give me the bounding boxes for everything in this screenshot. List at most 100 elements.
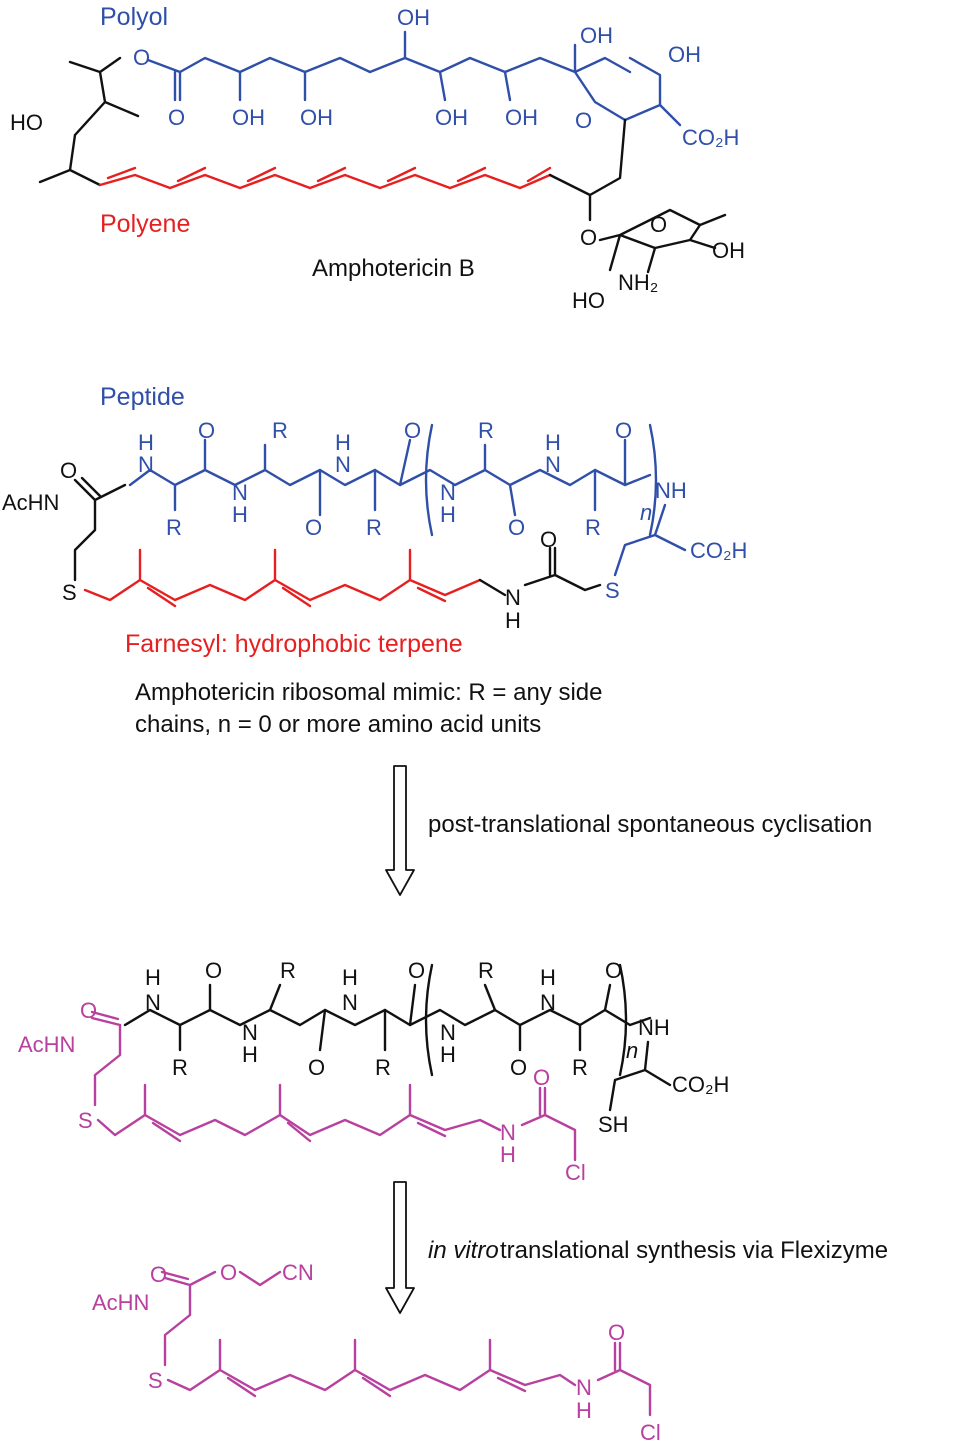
reaction-arrow-2: in vitro translational synthesis via Fle… [385, 1181, 888, 1314]
sh-lin: SH [598, 1112, 629, 1137]
mimic-caption-line1: Amphotericin ribosomal mimic: R = any si… [135, 679, 603, 706]
co2h-lin: CO₂H [672, 1072, 729, 1097]
r-5: R [585, 515, 601, 540]
o-pep-4: O [508, 515, 525, 540]
h-lin-5: H [540, 965, 556, 990]
h-1: H [138, 430, 154, 455]
farnesyl-label: Farnesyl: hydrophobic terpene [125, 630, 463, 658]
n-5: N [545, 452, 561, 477]
nh2-sugar: NH₂ [618, 270, 658, 295]
o-sugar: O [650, 212, 667, 237]
cl-lin: Cl [565, 1160, 586, 1185]
h-lin-2: H [242, 1042, 258, 1067]
h-lin-4: H [440, 1042, 456, 1067]
step2-label-rest: translational synthesis via Flexizyme [500, 1237, 888, 1264]
n-2: N [232, 480, 248, 505]
ho-sugar: HO [572, 288, 605, 313]
mimic-caption-line2: chains, n = 0 or more amino acid units [135, 711, 541, 738]
ho-left: HO [10, 110, 43, 135]
polyol-label: Polyol [100, 3, 168, 31]
n-4: N [440, 480, 456, 505]
oh-5: OH [505, 105, 538, 130]
h-lin-3: H [342, 965, 358, 990]
n-index-lin: n [626, 1038, 638, 1063]
o-carbonyl: O [168, 105, 185, 130]
o-lin-3: O [308, 1055, 325, 1080]
n-3: N [335, 452, 351, 477]
o-pep-5: O [615, 418, 632, 443]
s-pre: S [148, 1368, 163, 1393]
o-ester: O [133, 45, 150, 70]
o-pep-3: O [404, 418, 421, 443]
co2h-mimic: CO₂H [690, 538, 747, 563]
n-lin-1: N [145, 990, 161, 1015]
co2h-ampho: CO₂H [682, 125, 739, 150]
o-amide-mimic: O [540, 527, 557, 552]
linear-peptide-structure: O AcHN H N O R N H R O H N R O N H R O H… [18, 958, 729, 1185]
cl-pre: Cl [640, 1420, 661, 1445]
achn-mimic: AcHN [2, 490, 59, 515]
o-pre-ester: O [220, 1260, 237, 1285]
cn-pre: CN [282, 1260, 314, 1285]
h-5: H [545, 430, 561, 455]
amphotericin-b-structure: Polyol Polyene Amphotericin B HO O O OH … [10, 3, 745, 313]
o-lin-5: O [510, 1055, 527, 1080]
step1-label: post-translational spontaneous cyclisati… [428, 811, 872, 838]
peptide-label: Peptide [100, 383, 185, 411]
o-pre-amide: O [608, 1320, 625, 1345]
n-amide-mimic: N [505, 585, 521, 610]
s-mimic: S [62, 580, 77, 605]
o-glycoside: O [580, 225, 597, 250]
o-lin-2: O [205, 958, 222, 983]
o-mimic-1: O [60, 458, 77, 483]
o-pep-2: O [305, 515, 322, 540]
r-lin-3: R [375, 1055, 391, 1080]
n-index-mimic: n [640, 500, 652, 525]
r-lin-2: R [280, 958, 296, 983]
s-lin: S [78, 1108, 93, 1133]
oh-4: OH [435, 105, 468, 130]
nh-lin: NH [638, 1015, 670, 1040]
r-lin-1: R [172, 1055, 188, 1080]
n-lin-3: N [342, 990, 358, 1015]
precursor-structure: O O CN AcHN S N H O Cl [92, 1260, 661, 1445]
oh-sugar: OH [712, 238, 745, 263]
r-lin-5: R [572, 1055, 588, 1080]
oh-6: OH [580, 23, 613, 48]
n-pre: N [576, 1375, 592, 1400]
step2-label-italic: in vitro [428, 1237, 499, 1264]
nh-mimic: NH [655, 478, 687, 503]
h-2: H [232, 502, 248, 527]
o-ring: O [575, 108, 592, 133]
ribosomal-mimic-structure: Peptide O AcHN S H N O R N H R O H N R O… [2, 383, 747, 738]
r-2: R [272, 418, 288, 443]
oh-7: OH [668, 42, 701, 67]
r-3: R [366, 515, 382, 540]
achn-lin: AcHN [18, 1032, 75, 1057]
n-lin-2: N [242, 1020, 258, 1045]
o-lin-1: O [80, 998, 97, 1023]
polyene-label: Polyene [100, 210, 190, 238]
achn-pre: AcHN [92, 1290, 149, 1315]
h-4: H [440, 502, 456, 527]
oh-2: OH [300, 105, 333, 130]
s-mimic-2: S [605, 578, 620, 603]
h-lin-1: H [145, 965, 161, 990]
h-pre: H [576, 1398, 592, 1423]
r-1: R [166, 515, 182, 540]
o-pep-1: O [198, 418, 215, 443]
oh-1: OH [232, 105, 265, 130]
h-3: H [335, 430, 351, 455]
o-lin-4: O [408, 958, 425, 983]
n-lin-amide: N [500, 1120, 516, 1145]
o-lin-amide: O [533, 1065, 550, 1090]
n-lin-5: N [540, 990, 556, 1015]
o-lin-6: O [605, 958, 622, 983]
n-lin-4: N [440, 1020, 456, 1045]
h-amide-mimic: H [505, 608, 521, 633]
n-1: N [138, 452, 154, 477]
oh-3: OH [397, 5, 430, 30]
o-pre-carbonyl: O [150, 1262, 167, 1287]
reaction-arrow-1: post-translational spontaneous cyclisati… [385, 765, 872, 896]
